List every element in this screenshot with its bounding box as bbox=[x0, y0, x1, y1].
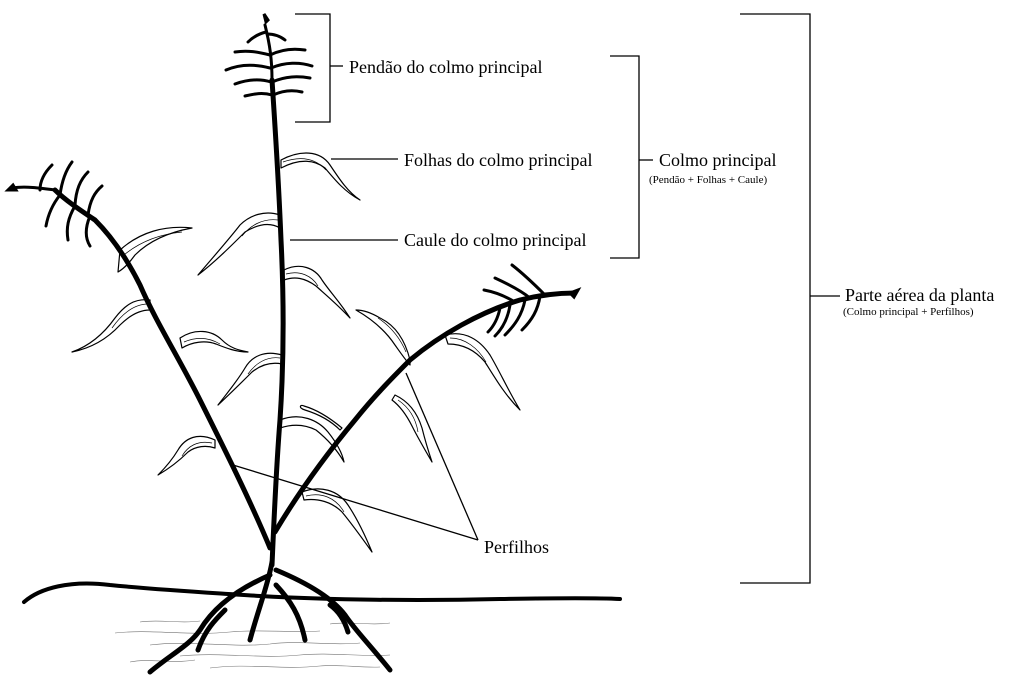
leaves bbox=[72, 153, 520, 552]
label-parte-aerea-sub: (Colmo principal + Perfilhos) bbox=[843, 307, 974, 318]
main-stem bbox=[272, 80, 283, 565]
leaf bbox=[72, 300, 150, 352]
leaf bbox=[280, 417, 344, 462]
bracket-pendao bbox=[295, 14, 330, 122]
right-tassel bbox=[484, 265, 578, 336]
leaf bbox=[284, 266, 350, 318]
line-perfilhos-2 bbox=[406, 373, 478, 540]
leaf bbox=[198, 213, 280, 275]
label-colmo-principal-sub: (Pendão + Folhas + Caule) bbox=[649, 175, 767, 186]
leaf bbox=[218, 353, 282, 405]
label-caule: Caule do colmo principal bbox=[404, 231, 586, 249]
leaf bbox=[302, 489, 372, 552]
leaf bbox=[180, 331, 248, 352]
bracket-colmo bbox=[610, 56, 639, 258]
label-parte-aerea: Parte aérea da planta bbox=[845, 286, 994, 304]
label-pendao: Pendão do colmo principal bbox=[349, 58, 542, 76]
left-tassel bbox=[8, 162, 102, 246]
label-colmo-principal: Colmo principal bbox=[659, 151, 776, 169]
leaf bbox=[356, 310, 410, 365]
leaf bbox=[281, 153, 360, 200]
leaf bbox=[392, 395, 432, 462]
label-perfilhos: Perfilhos bbox=[484, 538, 549, 556]
label-folhas: Folhas do colmo principal bbox=[404, 151, 592, 169]
leaf bbox=[445, 334, 520, 410]
bracket-parte-aerea bbox=[740, 14, 810, 583]
main-tassel bbox=[226, 14, 312, 96]
